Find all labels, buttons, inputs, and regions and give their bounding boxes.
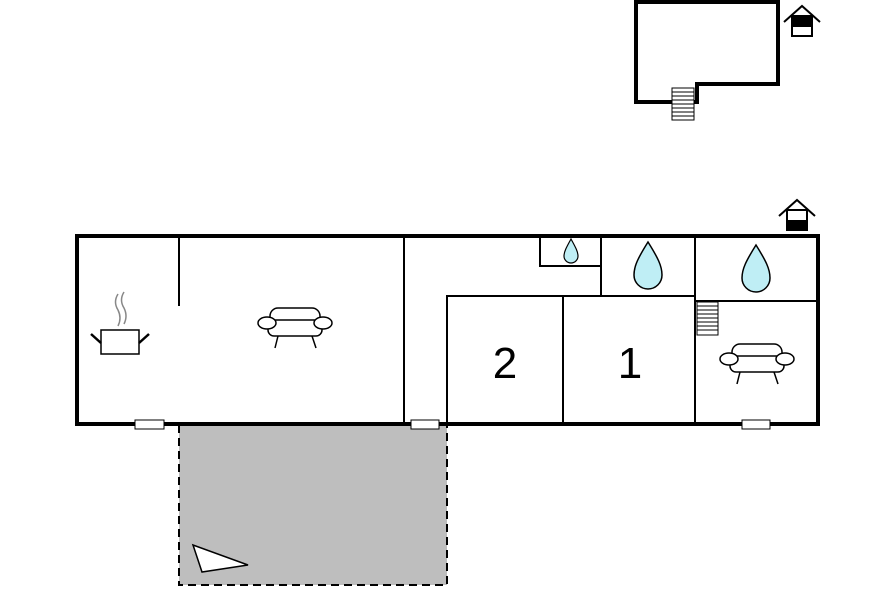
bedroom-2-number: 2 <box>493 339 517 388</box>
water-drop-icon <box>563 237 579 264</box>
water-drop-icon <box>741 243 771 293</box>
upper-floor <box>634 0 780 121</box>
house-floor-icon <box>778 198 816 231</box>
windows <box>134 419 771 430</box>
cooking-pot-icon <box>90 291 150 355</box>
main-floor: 2 1 <box>75 234 820 430</box>
view-direction-icon <box>191 543 249 573</box>
stairs-icon <box>696 301 719 336</box>
stairs-icon <box>671 87 695 121</box>
sofa-icon <box>257 307 333 349</box>
bedroom-1-number: 1 <box>618 339 642 388</box>
house-floor-icon <box>783 4 821 37</box>
sofa-icon <box>719 343 795 385</box>
terrace <box>178 425 448 586</box>
water-drop-icon <box>633 240 663 290</box>
